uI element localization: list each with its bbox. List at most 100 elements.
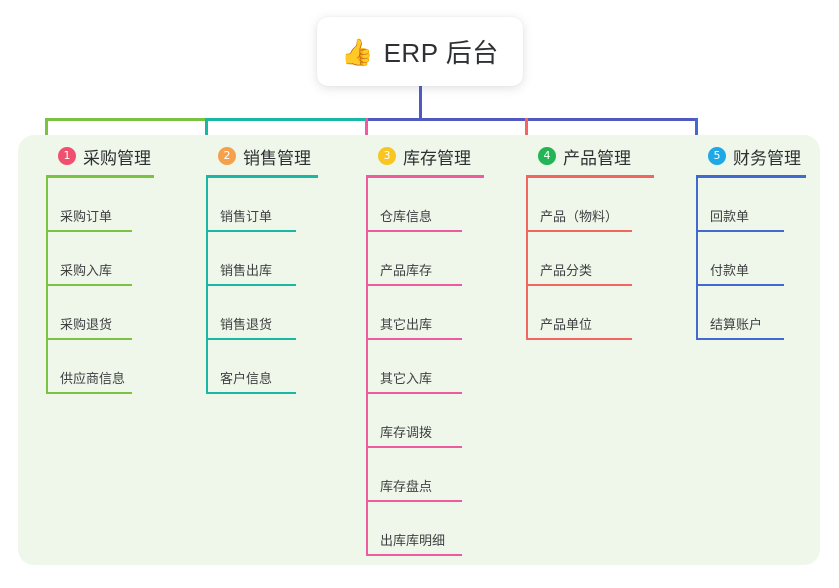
branch-item[interactable]: 仓库信息: [358, 178, 508, 232]
branch-item-label: 付款单: [710, 263, 750, 278]
branch-badge-4: 4: [538, 147, 556, 165]
branch-item[interactable]: 出库库明细: [358, 502, 508, 556]
drop-line-4: [525, 118, 528, 148]
branch-item-underline: [366, 338, 462, 340]
branch-underline-4: [526, 175, 654, 178]
branch-item-underline: [696, 338, 784, 340]
branch-item-label: 销售退货: [220, 317, 273, 332]
branch-item-underline: [206, 284, 296, 286]
branch-underline-2: [206, 175, 318, 178]
branch-title-1: 采购管理: [83, 148, 151, 168]
branch-item[interactable]: 销售出库: [198, 232, 348, 286]
branch-item-underline: [206, 230, 296, 232]
branch-item[interactable]: 结算账户: [688, 286, 828, 340]
branch-badge-1: 1: [58, 147, 76, 165]
branch-header-4[interactable]: 4 产品管理: [518, 143, 678, 169]
branch-item-underline: [206, 338, 296, 340]
branch-item[interactable]: 产品分类: [518, 232, 678, 286]
branch-column-1[interactable]: 1 采购管理采购订单采购入库采购退货供应商信息: [38, 143, 188, 394]
branch-item-underline: [46, 392, 132, 394]
branch-column-4[interactable]: 4 产品管理产品（物料） 产品分类产品单位: [518, 143, 678, 340]
branch-item-label: 销售订单: [220, 209, 273, 224]
branch-item[interactable]: 销售订单: [198, 178, 348, 232]
branch-item-underline: [366, 392, 462, 394]
branch-title-4: 产品管理: [563, 148, 631, 168]
branch-item-underline: [46, 230, 132, 232]
branch-item[interactable]: 产品单位: [518, 286, 678, 340]
branch-items-5: 回款单付款单结算账户: [688, 178, 828, 340]
branch-item-underline: [206, 392, 296, 394]
branch-badge-5: 5: [708, 147, 726, 165]
branch-column-2[interactable]: 2 销售管理销售订单销售出库销售退货客户信息: [198, 143, 348, 394]
branch-item[interactable]: 其它入库: [358, 340, 508, 394]
branch-title-5: 财务管理: [733, 148, 801, 168]
branch-item[interactable]: 产品库存: [358, 232, 508, 286]
branch-header-5[interactable]: 5 财务管理: [688, 143, 828, 169]
branch-item-underline: [366, 500, 462, 502]
branch-item-label: 客户信息: [220, 371, 273, 386]
branch-item[interactable]: 其它出库: [358, 286, 508, 340]
branch-items-3: 仓库信息产品库存其它出库其它入库库存调拨库存盘点出库库明细: [358, 178, 508, 556]
branch-item-label: 仓库信息: [380, 209, 433, 224]
branch-item[interactable]: 销售退货: [198, 286, 348, 340]
branch-item[interactable]: 采购订单: [38, 178, 188, 232]
branch-item[interactable]: 回款单: [688, 178, 828, 232]
branch-item-label: 库存调拨: [380, 425, 433, 440]
branch-underline-3: [366, 175, 484, 178]
branch-item-label: 采购退货: [60, 317, 113, 332]
branch-item-underline: [526, 338, 632, 340]
branch-item-underline: [526, 230, 632, 232]
drop-line-1: [45, 118, 48, 148]
branch-badge-2: 2: [218, 147, 236, 165]
branch-item[interactable]: 库存调拨: [358, 394, 508, 448]
branch-item-underline: [526, 284, 632, 286]
branch-badge-3: 3: [378, 147, 396, 165]
root-title: ERP 后台: [383, 38, 499, 68]
branch-underline-1: [46, 175, 154, 178]
bar-segment-1: [46, 118, 206, 121]
bar-segment-2: [206, 118, 366, 121]
branch-item-label: 采购订单: [60, 209, 113, 224]
branch-item-underline: [46, 338, 132, 340]
branch-item-underline: [366, 554, 462, 556]
branch-item-label: 产品单位: [540, 317, 593, 332]
drop-line-2: [205, 118, 208, 148]
branch-title-2: 销售管理: [243, 148, 311, 168]
branch-item-label: 库存盘点: [380, 479, 433, 494]
branch-item-label: 销售出库: [220, 263, 273, 278]
branch-spine-3: [366, 178, 368, 556]
root-node[interactable]: 👍 ERP 后台: [317, 17, 523, 86]
branch-header-2[interactable]: 2 销售管理: [198, 143, 348, 169]
drop-line-3: [365, 118, 368, 148]
branch-header-1[interactable]: 1 采购管理: [38, 143, 188, 169]
branch-item-label: 产品库存: [380, 263, 433, 278]
branch-item[interactable]: 产品（物料）: [518, 178, 678, 232]
branch-spine-5: [696, 178, 698, 340]
branch-underline-5: [696, 175, 806, 178]
branch-item[interactable]: 库存盘点: [358, 448, 508, 502]
branch-item-label: 其它入库: [380, 371, 433, 386]
branch-item[interactable]: 付款单: [688, 232, 828, 286]
thumbs-up-icon: 👍: [341, 36, 374, 67]
branch-item-label: 产品（物料）: [540, 209, 619, 224]
branch-spine-1: [46, 178, 48, 394]
branch-item-label: 产品分类: [540, 263, 593, 278]
branch-item[interactable]: 供应商信息: [38, 340, 188, 394]
branch-items-4: 产品（物料） 产品分类产品单位: [518, 178, 678, 340]
branch-item[interactable]: 采购入库: [38, 232, 188, 286]
branch-item-underline: [366, 446, 462, 448]
branch-item-underline: [46, 284, 132, 286]
branch-item-underline: [366, 230, 462, 232]
bar-segment-3: [366, 118, 698, 121]
branch-items-1: 采购订单采购入库采购退货供应商信息: [38, 178, 188, 394]
branch-item[interactable]: 采购退货: [38, 286, 188, 340]
branch-item[interactable]: 客户信息: [198, 340, 348, 394]
branch-column-5[interactable]: 5 财务管理回款单付款单结算账户: [688, 143, 828, 340]
branch-item-label: 结算账户: [710, 317, 763, 332]
branch-spine-4: [526, 178, 528, 340]
branch-item-underline: [696, 230, 784, 232]
branches-panel: [18, 135, 820, 565]
branch-item-label: 其它出库: [380, 317, 433, 332]
